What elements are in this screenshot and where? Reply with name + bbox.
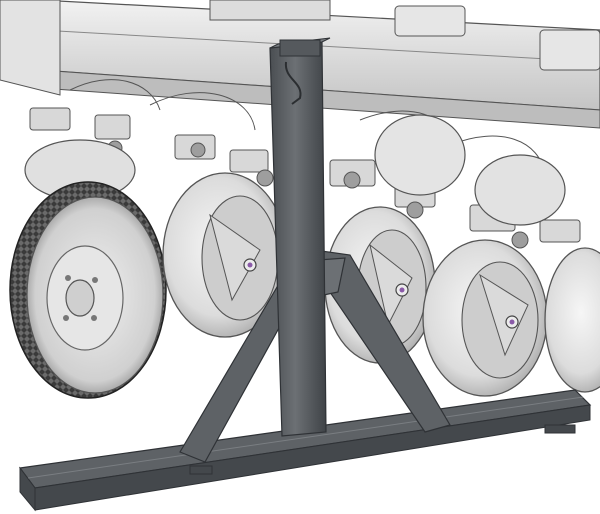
press-wheel-4: [544, 247, 600, 393]
stand-base-rail: [18, 389, 592, 512]
press-wheel-3: [422, 239, 548, 397]
stand-vertical-post: [269, 37, 331, 437]
press-wheel-1: [162, 172, 288, 338]
gauge-wheels-rear: [24, 114, 566, 226]
transport-tire: [9, 181, 167, 399]
